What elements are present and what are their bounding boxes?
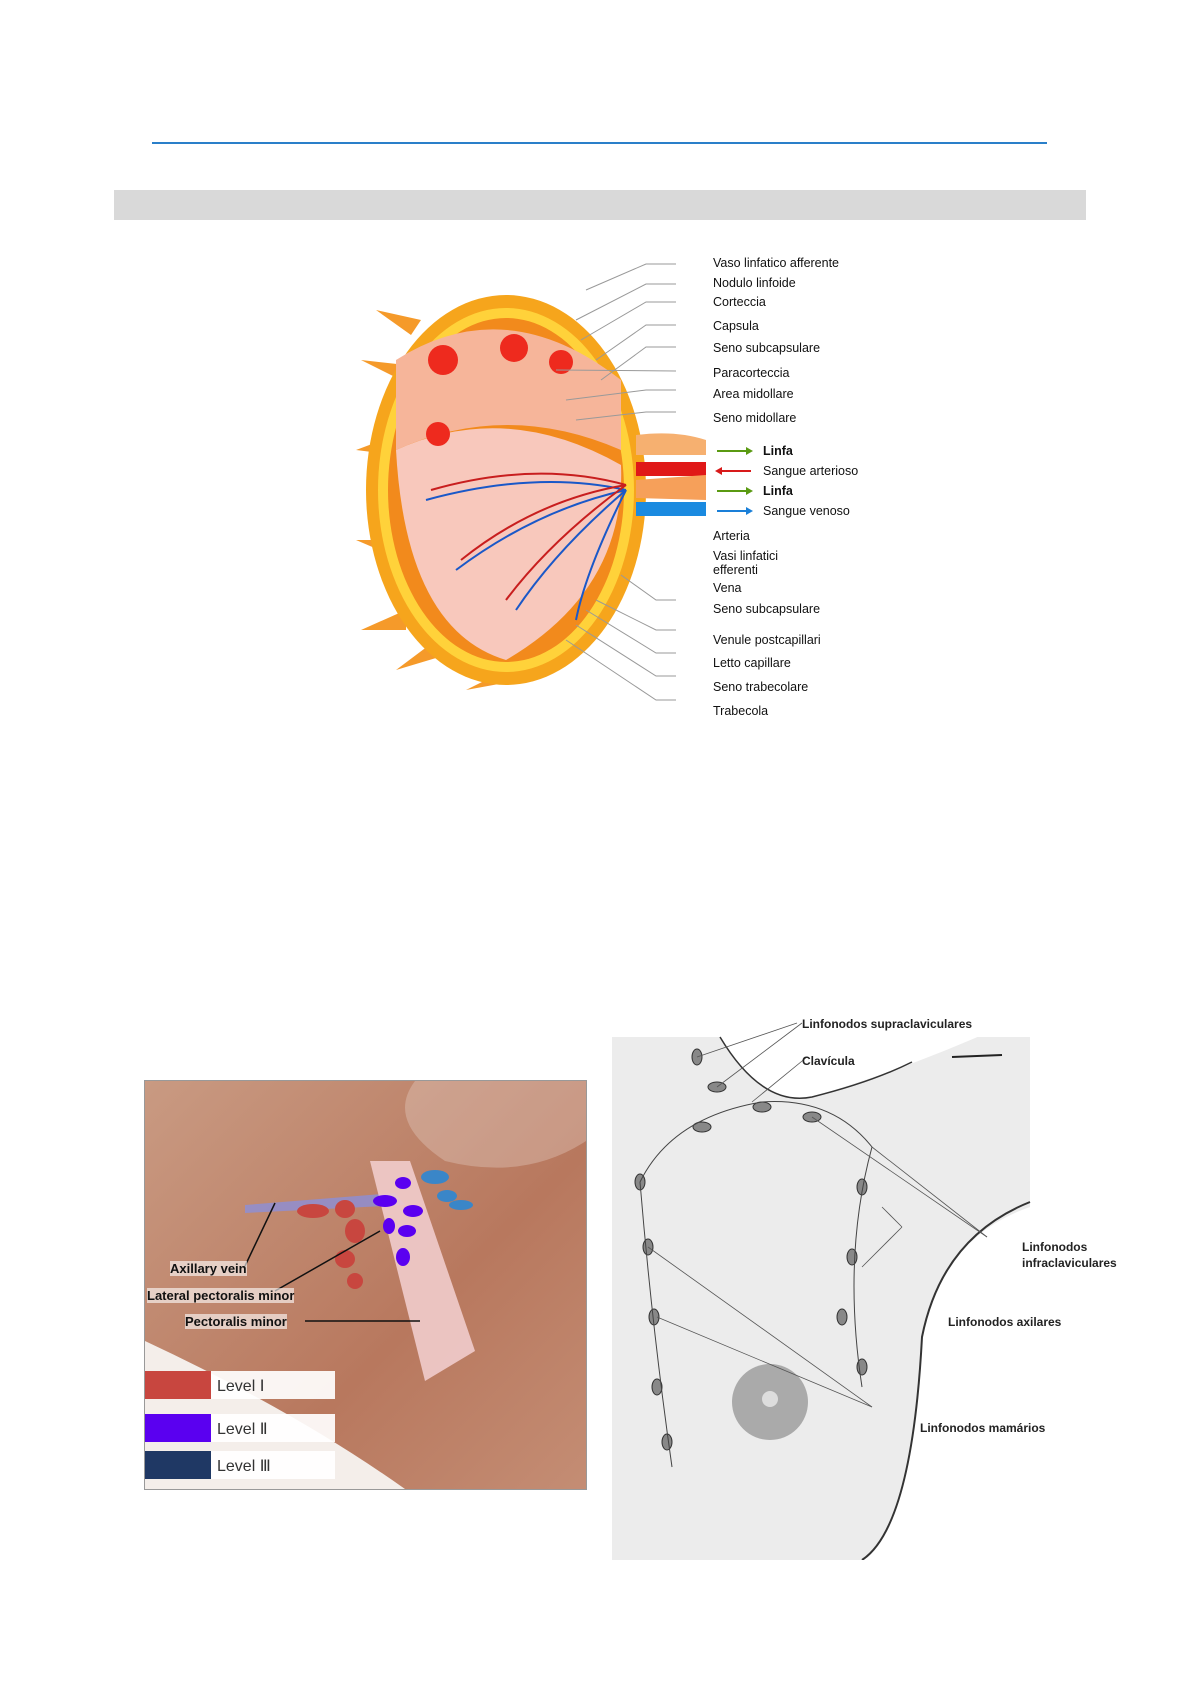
arrow-right-icon [717,447,753,455]
label-linfonodos-infra-2: infraclaviculares [1022,1256,1117,1270]
label-vena: Vena [713,581,742,595]
arrow-left-icon [715,467,751,475]
level-label: Level Ⅰ [217,1378,265,1395]
level-swatch [145,1371,211,1399]
label-corteccia: Corteccia [713,295,766,309]
section-heading-band [114,190,1086,220]
label-seno-subcapsulare: Seno subcapsulare [713,341,821,355]
arrow-right-icon [717,487,753,495]
label-venule-postcapillari: Venule postcapillari [713,633,821,647]
level-legend-item: Level Ⅰ [145,1371,335,1399]
flow-legend-label: Linfa [763,444,793,458]
label-seno-subcapsulare-2: Seno subcapsulare [713,602,821,616]
level-label: Level Ⅱ [217,1421,268,1438]
breast-lymph-nodes-figure: Linfonodos supraclaviculares Clavícula L… [612,1007,1132,1561]
breast-illustration [612,1022,1031,1561]
label-linfonodos-supraclaviculares: Linfonodos supraclaviculares [802,1017,973,1031]
label-trabecola: Trabecola [713,704,769,718]
flow-legend-item: Linfa [713,444,913,458]
flow-legend-label: Sangue arterioso [763,464,859,478]
flow-legend-item: Sangue venoso [713,504,913,518]
label-vasi-linfatici-efferenti: Vasi linfatici efferenti [713,549,779,577]
label-vaso-linfatico-afferente: Vaso linfatico afferente [713,256,840,270]
level-swatch [145,1414,211,1442]
header-rule [152,142,1047,144]
label-linfonodos-mamarios: Linfonodos mamários [920,1421,1046,1435]
level-swatch [145,1451,211,1479]
arrow-right-icon [717,507,753,515]
flow-legend-label: Linfa [763,484,793,498]
axillary-levels-figure: Axillary vein Lateral pectoralis minor P… [144,1080,587,1490]
label-lateral-pectoralis-minor: Lateral pectoralis minor [147,1288,295,1303]
label-capsula: Capsula [713,319,759,333]
level-legend-item: Level Ⅲ [145,1451,335,1479]
label-area-midollare: Area midollare [713,387,794,401]
level-label: Level Ⅲ [217,1458,271,1475]
label-linfonodos-infra-1: Linfonodos [1022,1240,1088,1254]
label-clavicula: Clavícula [802,1054,855,1068]
level-legend-item: Level Ⅱ [145,1414,335,1442]
label-seno-trabecolare: Seno trabecolare [713,680,809,694]
flow-legend-item: Sangue arterioso [713,464,913,478]
label-paracorteccia: Paracorteccia [713,366,790,380]
label-axillary-vein: Axillary vein [170,1261,247,1276]
label-seno-midollare: Seno midollare [713,411,797,425]
flow-legend-item: Linfa [713,484,913,498]
label-nodulo-linfoide: Nodulo linfoide [713,276,796,290]
label-arteria: Arteria [713,529,750,543]
lymph-node-diagram: Vaso linfatico afferente Nodulo linfoide… [336,250,896,730]
label-letto-capillare: Letto capillare [713,656,791,670]
label-pectoralis-minor: Pectoralis minor [185,1314,287,1329]
lymph-node-illustration [356,263,706,701]
flow-legend-label: Sangue venoso [763,504,850,518]
label-linfonodos-axilares: Linfonodos axilares [948,1315,1062,1329]
